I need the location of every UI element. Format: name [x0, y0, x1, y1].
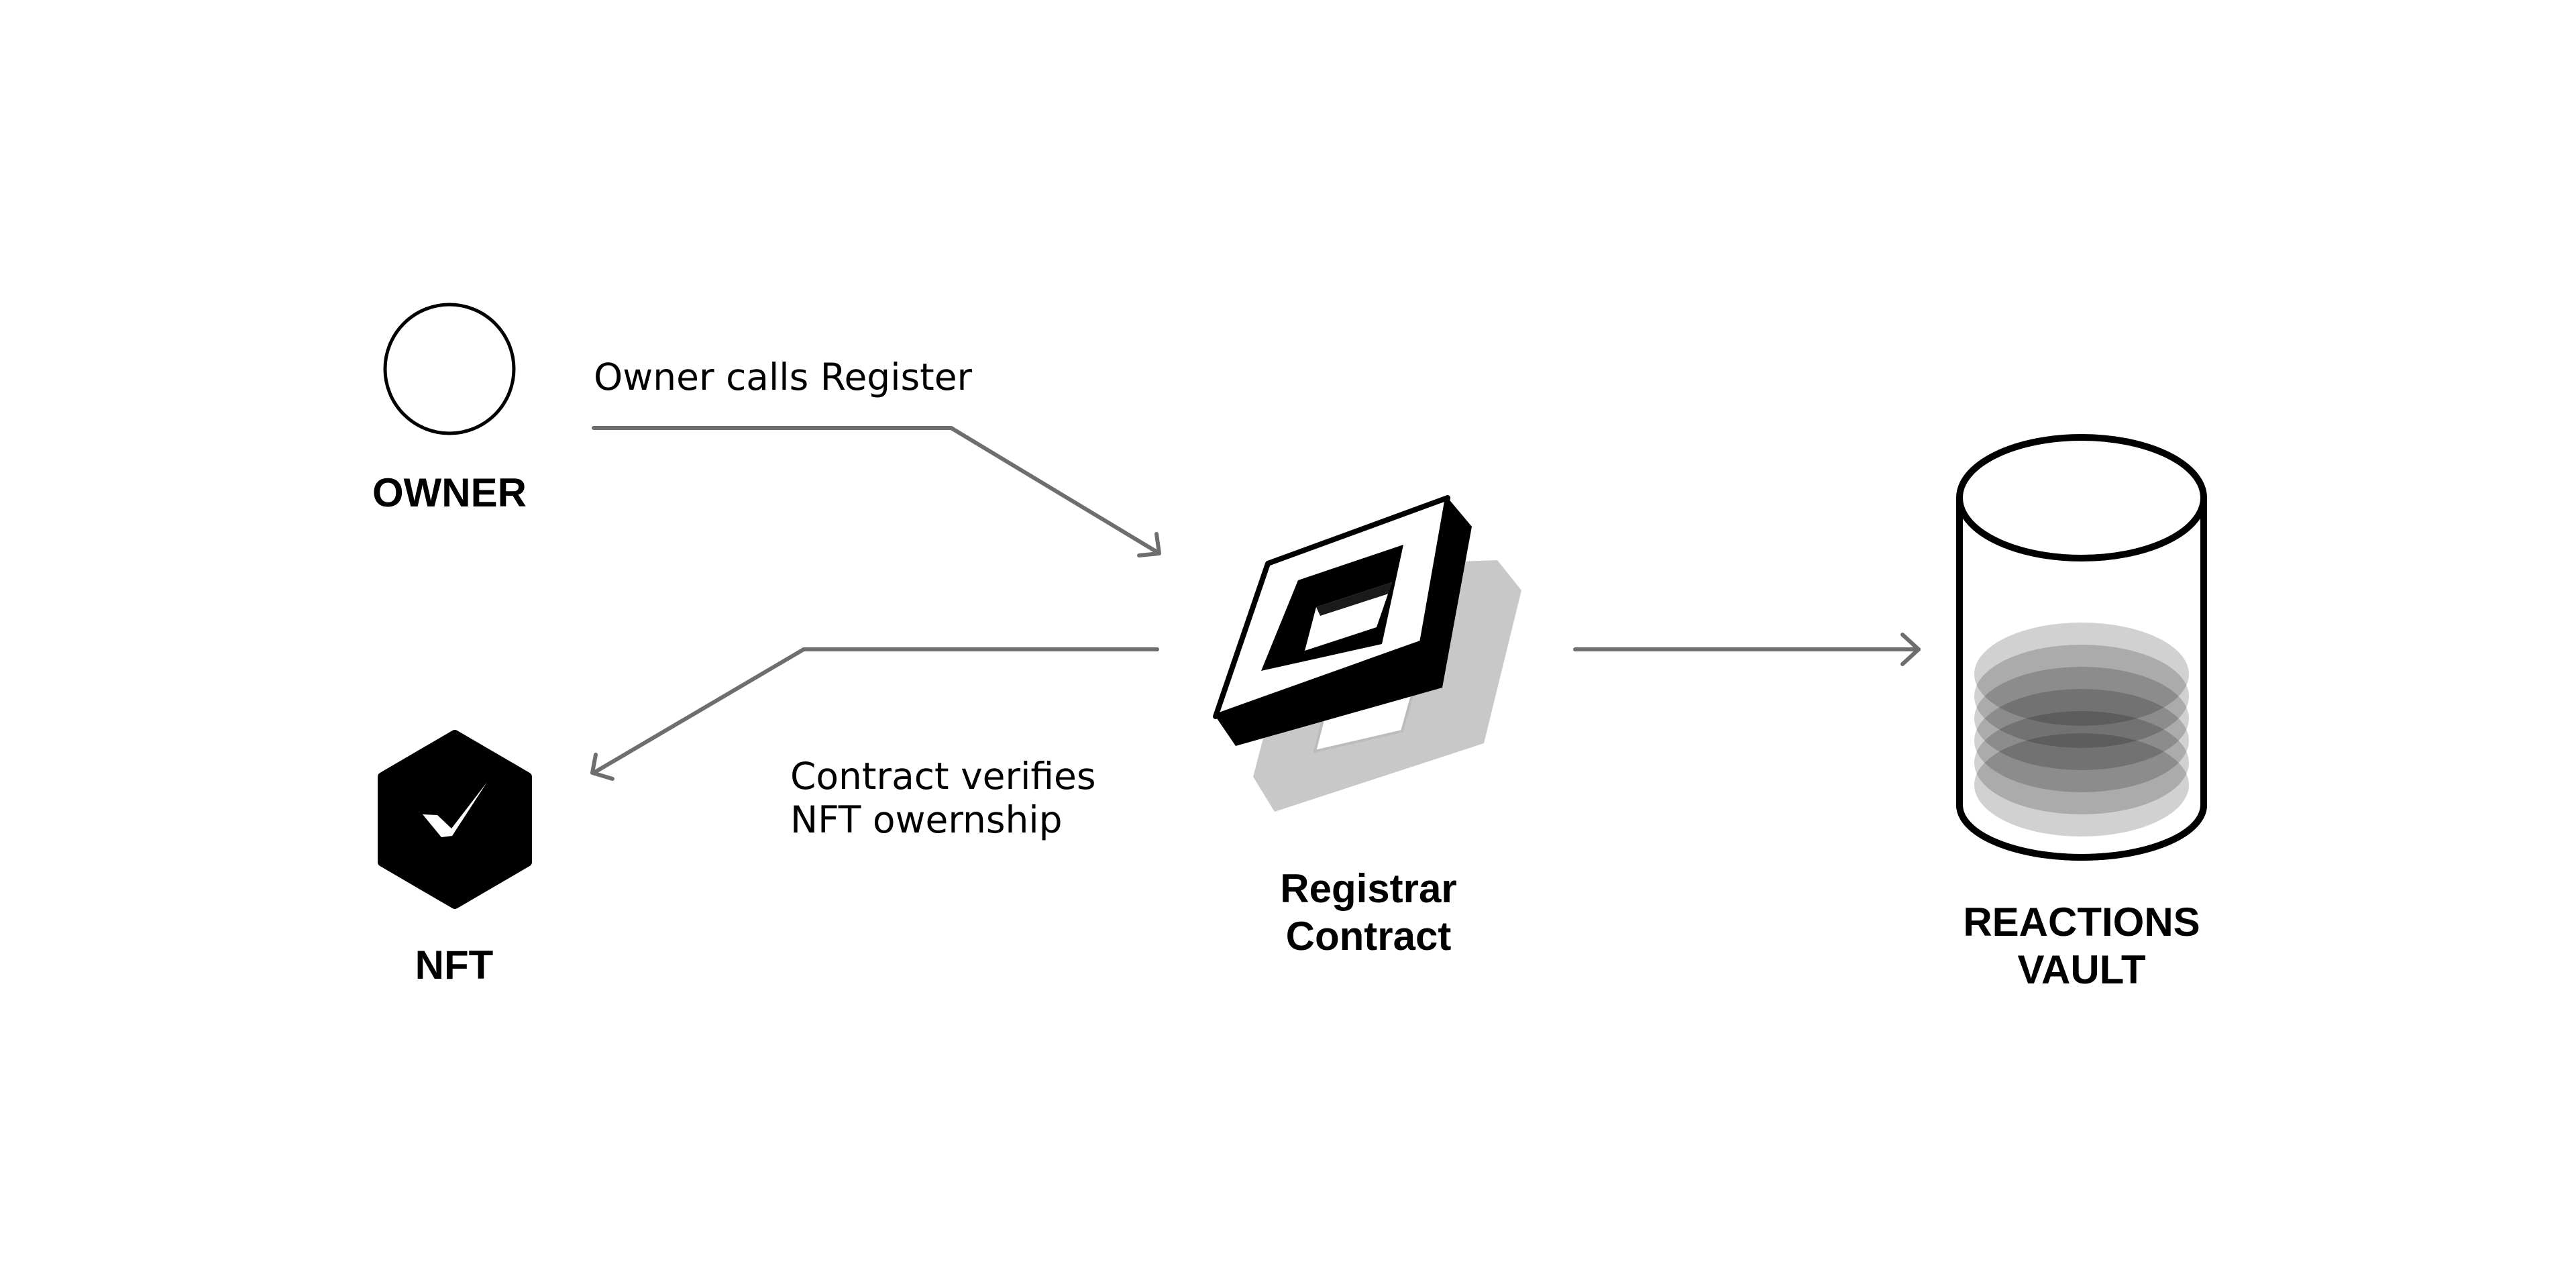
registrar-label: Registrar Contract: [1234, 865, 1503, 961]
owner-circle-icon: [383, 303, 516, 435]
owner-label: OWNER: [372, 470, 527, 515]
vault-label: REACTIONS VAULT: [1914, 899, 2249, 994]
edge-verify-label-line1: Contract verifies: [790, 755, 1096, 798]
edge-register-arrow: [592, 426, 1161, 557]
registrar-frame-block-icon: [1213, 495, 1521, 812]
edge-verify-arrow: [590, 647, 1159, 781]
nft-label: NFT: [415, 943, 494, 987]
edge-verify-label-line2: NFT owernship: [790, 798, 1063, 841]
registrar-label-line2: Contract: [1285, 913, 1452, 959]
edge-verify-label: Contract verifies NFT owernship: [790, 755, 1096, 842]
nft-hexagon-check-icon: [378, 730, 532, 909]
vault-cylinder-icon: [1956, 434, 2207, 861]
registrar-label-line1: Registrar: [1280, 866, 1457, 911]
edge-register-label: Owner calls Register: [594, 356, 973, 398]
edge-deposit-arrow: [1573, 633, 1921, 666]
vault-label-line2: VAULT: [2017, 947, 2146, 992]
vault-label-line1: REACTIONS: [1963, 900, 2200, 945]
